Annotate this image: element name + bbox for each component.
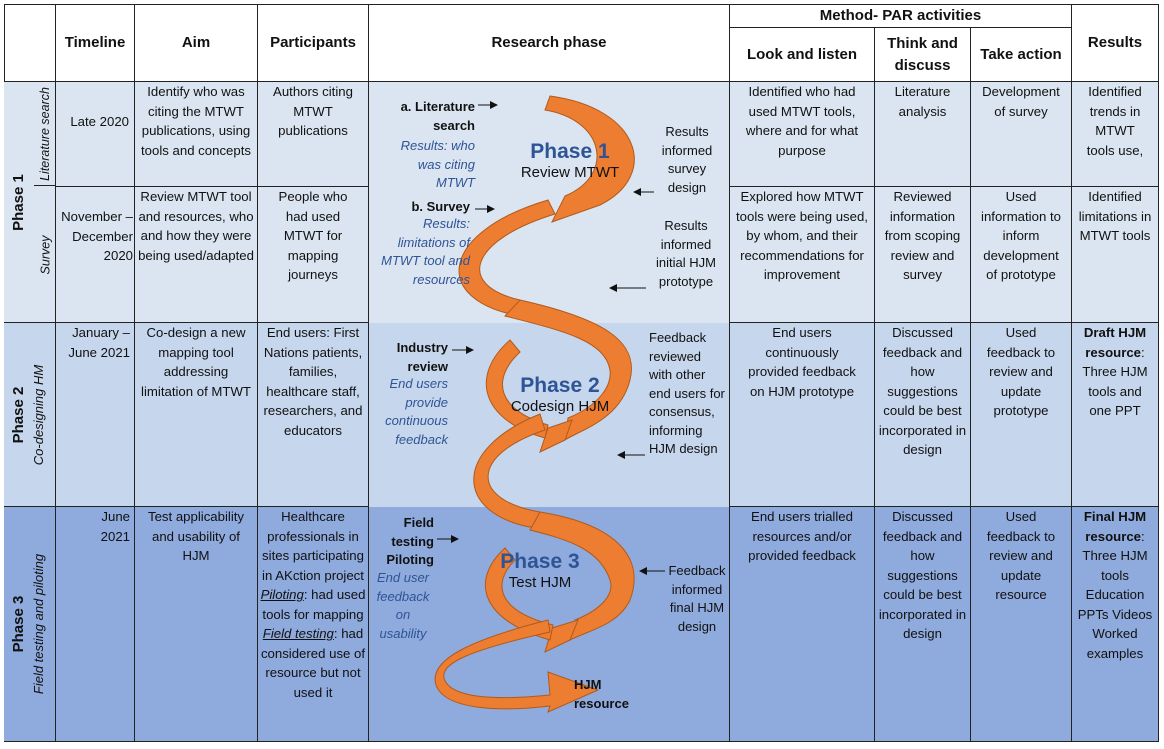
- phase3-label: Phase 3 Field testing and piloting: [4, 507, 56, 742]
- header-timeline: Timeline: [56, 4, 135, 82]
- spiral-segment-6: [473, 413, 546, 529]
- phase2-label: Phase 2 Co-designing HM: [4, 323, 56, 507]
- lit-think: Literature analysis: [875, 82, 971, 187]
- spiral-segment-1: [544, 95, 635, 223]
- field-result: End user feedback on usability: [376, 570, 430, 641]
- survey-aim: Review MTWT tool and resources, who and …: [135, 187, 258, 323]
- lit-timeline: Late 2020: [56, 82, 135, 187]
- survey-think: Reviewed information from scoping review…: [875, 187, 971, 323]
- codesign-participants: End users: First Nations patients, famil…: [258, 323, 369, 507]
- header-research-phase: Research phase: [369, 4, 730, 82]
- phase2-title: Phase 2 Codesign HJM: [510, 374, 610, 415]
- lit-participants: Authors citing MTWT publications: [258, 82, 369, 187]
- field-take: Used feedback to review and update resou…: [971, 507, 1072, 742]
- spiral-segment-5: [485, 339, 549, 439]
- industry-result: End users provide continuous feedback: [385, 376, 448, 447]
- header-look-listen: Look and listen: [730, 28, 875, 82]
- phase3-title: Phase 3 Test HJM: [500, 550, 580, 591]
- spiral-segment-4: [539, 419, 573, 453]
- spiral-segment-2: [458, 199, 556, 317]
- survey-participants: People who had used MTWT for mapping jou…: [258, 187, 369, 323]
- literature-result: Results: who was citing MTWT: [400, 138, 475, 190]
- lit-look: Identified who had used MTWT tools, wher…: [730, 82, 875, 187]
- spiral-segment-10: [434, 619, 600, 713]
- field-results: Final HJM resource: Three HJM tools Educ…: [1072, 507, 1159, 742]
- lit-results: Identified trends in MTWT tools use,: [1072, 82, 1159, 187]
- codesign-take: Used feedback to review and update proto…: [971, 323, 1072, 507]
- research-phase-bg-2: [369, 323, 730, 507]
- header-aim: Aim: [135, 4, 258, 82]
- survey-results: Identified limitations in MTWT tools: [1072, 187, 1159, 323]
- field-timeline: June 2021: [56, 507, 135, 742]
- p3-note: Feedback informed final HJM design: [668, 563, 726, 634]
- lit-take: Development of survey: [971, 82, 1072, 187]
- survey-result: Results: limitations of MTWT tool and re…: [381, 216, 470, 287]
- survey-take: Used information to inform development o…: [971, 187, 1072, 323]
- codesign-timeline: January –June 2021: [56, 323, 135, 507]
- p1-note2: Results informed initial HJM prototype: [656, 218, 716, 289]
- field-look: End users trialled resources and/or prov…: [730, 507, 875, 742]
- header-blank: [4, 4, 56, 82]
- spiral-segment-9: [484, 547, 554, 641]
- codesign-think: Discussed feedback and how suggestions c…: [875, 323, 971, 507]
- phase1-title: Phase 1 Review MTWT: [520, 140, 620, 181]
- survey-label: b. Survey: [411, 199, 470, 214]
- p1-note: Results informed survey design: [661, 124, 713, 195]
- phase1-label: Phase 1 Literature search Survey: [4, 82, 56, 323]
- survey-timeline: November –December 2020: [56, 187, 135, 323]
- header-participants: Participants: [258, 4, 369, 82]
- header-method-group: Method- PAR activities: [730, 4, 1072, 28]
- survey-look: Explored how MTWT tools were being used,…: [730, 187, 875, 323]
- field-aim: Test applicability and usability of HJM: [135, 507, 258, 742]
- codesign-results: Draft HJM resource: Three HJM tools and …: [1072, 323, 1159, 507]
- codesign-aim: Co-design a new mapping tool addressing …: [135, 323, 258, 507]
- codesign-look: End users continuously provided feedback…: [730, 323, 875, 507]
- header-take-action: Take action: [971, 28, 1072, 82]
- field-think: Discussed feedback and how suggestions c…: [875, 507, 971, 742]
- field-participants: Healthcare professionals in sites partic…: [258, 507, 369, 742]
- header-results: Results: [1072, 4, 1159, 82]
- lit-aim: Identify who was citing the MTWT publica…: [135, 82, 258, 187]
- p2-note: Feedback reviewed with other end users f…: [649, 330, 725, 456]
